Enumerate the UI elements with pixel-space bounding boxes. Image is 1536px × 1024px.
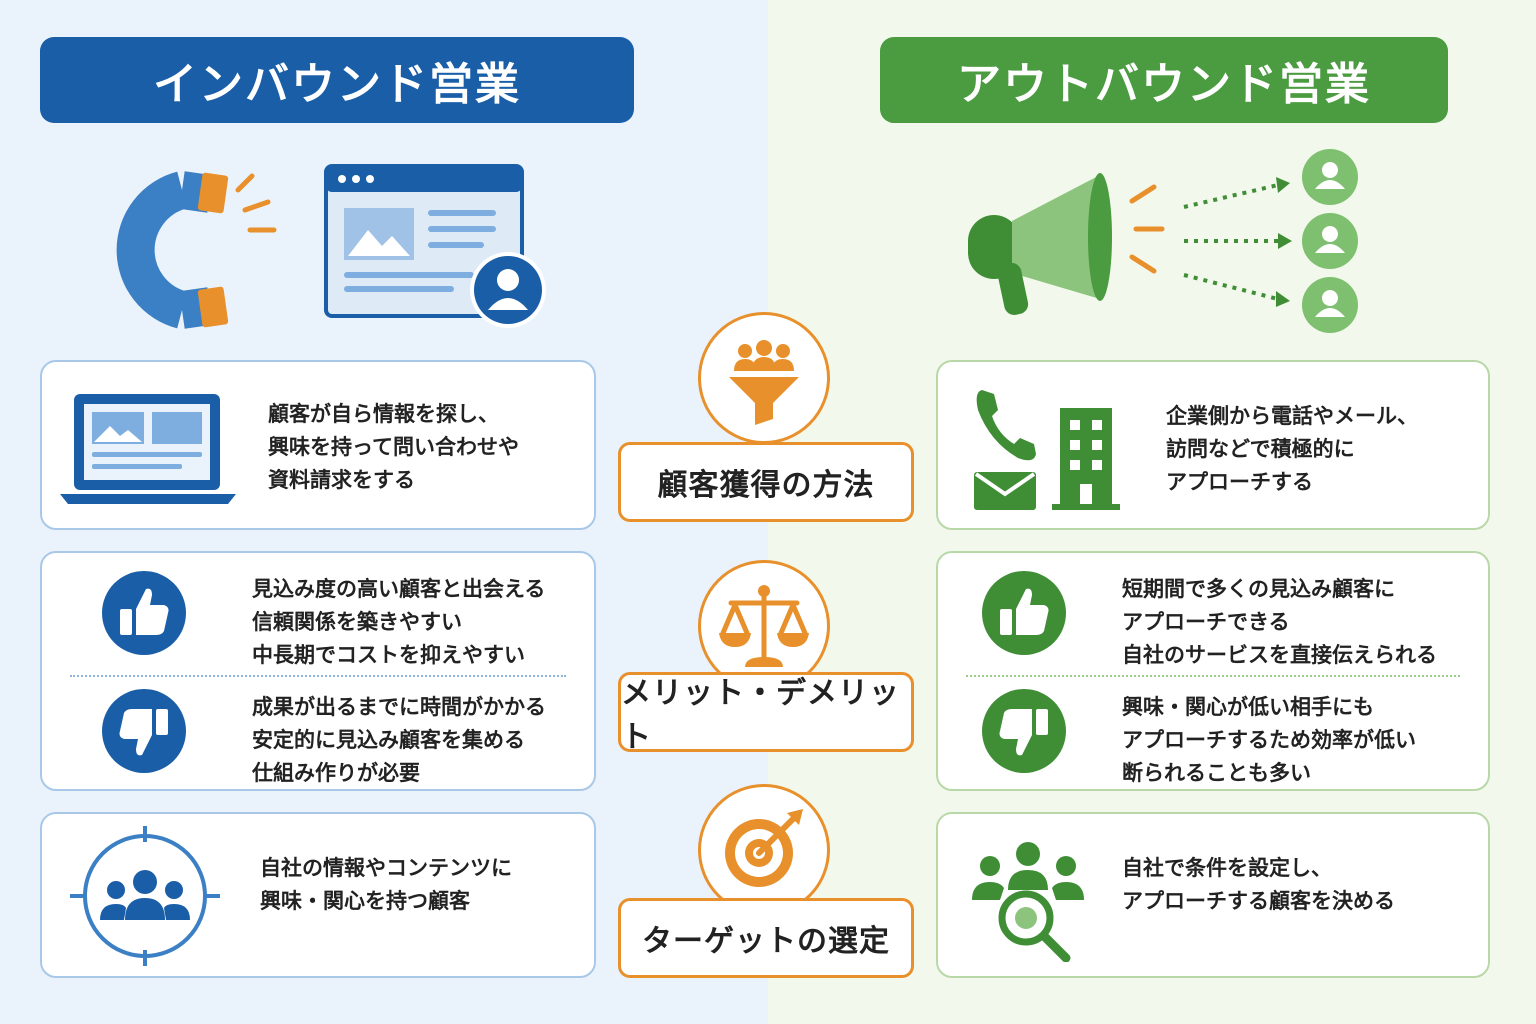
inbound-method-line: 顧客が自ら情報を探し、 — [268, 402, 499, 426]
outbound-merit-line: 短期間で多くの見込み顧客に — [1122, 577, 1395, 601]
user-icon — [1302, 149, 1358, 333]
outbound-demerit-line: アプローチするため効率が低い — [1122, 728, 1416, 752]
outbound-demerit-line: 断られることも多い — [1122, 761, 1311, 785]
user-icon — [470, 252, 546, 328]
inbound-demerit-line: 成果が出るまでに時間がかかる — [252, 695, 546, 719]
phone-icon — [976, 390, 1036, 461]
outbound-method-card: 企業側から電話やメール、 訪問などで積極的に アプローチする — [936, 360, 1490, 530]
outbound-merit-line: アプローチできる — [1122, 610, 1290, 634]
center-funnel-circle — [698, 312, 830, 444]
outbound-demerit-line: 興味・関心が低い相手にも — [1122, 695, 1374, 719]
inbound-merit-line: 見込み度の高い顧客と出会える — [252, 577, 546, 601]
laptop-icon — [60, 394, 236, 504]
outbound-method-line: アプローチする — [1166, 470, 1313, 494]
thumbs-down-icon — [982, 689, 1066, 773]
outbound-merit-line: 自社のサービスを直接伝えられる — [1122, 643, 1437, 667]
phone-mail-building-icon — [974, 390, 1120, 510]
inbound-method-line: 資料請求をする — [268, 468, 415, 492]
inbound-title: インバウンド営業 — [40, 37, 634, 123]
inbound-merit-line: 中長期でコストを抑えやすい — [252, 643, 525, 667]
outbound-method-line: 企業側から電話やメール、 — [1166, 404, 1418, 428]
center-target-circle — [698, 784, 830, 916]
merit-demerit-divider — [966, 675, 1460, 677]
inbound-target-card: 自社の情報やコンテンツに 興味・関心を持つ顧客 — [40, 812, 596, 978]
inbound-demerit-line: 安定的に見込み顧客を集める — [252, 728, 525, 752]
merit-demerit-divider — [70, 675, 566, 677]
outbound-method-line: 訪問などで積極的に — [1166, 437, 1355, 461]
center-scale-circle — [698, 560, 830, 692]
outbound-target-line: アプローチする顧客を決める — [1122, 889, 1395, 913]
inbound-merit-line: 信頼関係を築きやすい — [252, 610, 462, 634]
mail-icon — [974, 472, 1036, 510]
inbound-demerit-line: 仕組み作りが必要 — [252, 761, 420, 785]
megaphone-icon — [968, 173, 1165, 315]
outbound-target-card: 自社で条件を設定し、 アプローチする顧客を決める — [936, 812, 1490, 978]
inbound-hero-illustration — [116, 164, 546, 329]
scale-icon — [719, 585, 809, 667]
funnel-icon — [729, 340, 799, 425]
inbound-method-card: 顧客が自ら情報を探し、 興味を持って問い合わせや 資料請求をする — [40, 360, 596, 530]
method-label: 顧客獲得の方法 — [618, 442, 914, 522]
inbound-merit-card: 見込み度の高い顧客と出会える 信頼関係を築きやすい 中長期でコストを抑えやすい … — [40, 551, 596, 791]
group-search-icon — [972, 842, 1084, 962]
dotted-arrows — [1183, 183, 1279, 301]
thumbs-up-icon — [102, 571, 186, 655]
thumbs-up-icon — [982, 571, 1066, 655]
target-arrow-icon — [725, 809, 803, 887]
outbound-merit-card: 短期間で多くの見込み顧客に アプローチできる 自社のサービスを直接伝えられる 興… — [936, 551, 1490, 791]
outbound-target-line: 自社で条件を設定し、 — [1122, 856, 1332, 880]
inbound-target-line: 自社の情報やコンテンツに — [260, 856, 512, 880]
inbound-target-line: 興味・関心を持つ顧客 — [260, 889, 470, 913]
target-label: ターゲットの選定 — [618, 898, 914, 978]
outbound-title: アウトバウンド営業 — [880, 37, 1448, 123]
thumbs-down-icon — [102, 689, 186, 773]
crosshair-group-icon — [70, 826, 220, 966]
building-icon — [1052, 408, 1120, 510]
outbound-hero-illustration — [968, 149, 1358, 333]
magnet-icon — [116, 171, 277, 329]
merit-label: メリット・デメリット — [618, 672, 914, 755]
inbound-method-line: 興味を持って問い合わせや — [268, 435, 519, 459]
